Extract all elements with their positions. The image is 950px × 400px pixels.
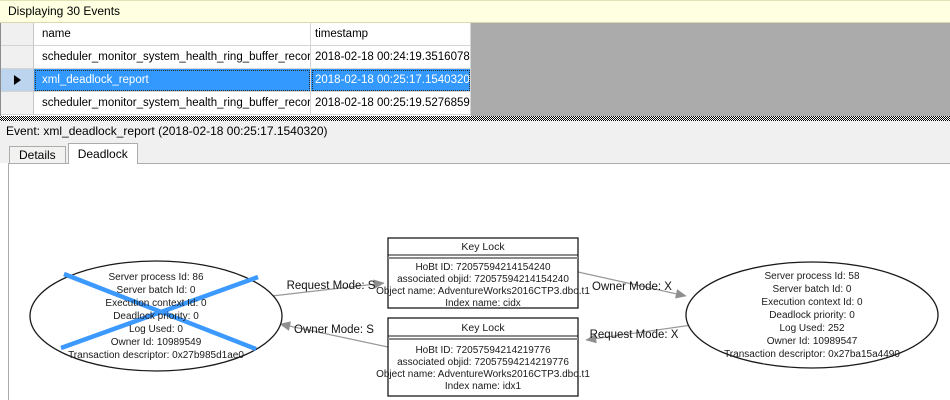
resource-attr-text: HoBt ID: 72057594214219776 xyxy=(415,345,551,356)
events-grid-zone: name timestamp scheduler_monitor_system_… xyxy=(0,23,950,116)
events-count-banner: Displaying 30 Events xyxy=(0,0,950,23)
process-attr-text: Owner Id: 10989547 xyxy=(767,336,858,347)
process-attr-text: Execution context Id: 0 xyxy=(761,297,863,308)
process-attr-text: Log Used: 0 xyxy=(129,324,183,335)
process-attr-text: Server process Id: 86 xyxy=(108,272,203,283)
resource-attr-text: associated objid: 72057594214154240 xyxy=(397,274,569,285)
event-timestamp-cell[interactable]: 2018-02-18 00:25:19.5276859 xyxy=(311,92,471,115)
splitter-handle[interactable] xyxy=(0,116,950,121)
process-attr-text: Deadlock priority: 0 xyxy=(113,311,199,322)
row-header-cell[interactable] xyxy=(1,69,34,92)
table-row[interactable]: scheduler_monitor_system_health_ring_buf… xyxy=(1,46,471,69)
process-node[interactable]: Server process Id: 58 Server batch Id: 0… xyxy=(685,261,939,369)
edge-request-s xyxy=(271,279,385,297)
process-attr-text: Log Used: 252 xyxy=(779,323,844,334)
events-grid: name timestamp scheduler_monitor_system_… xyxy=(1,23,471,116)
edge-label: Owner Mode: X xyxy=(592,281,672,293)
event-name-cell[interactable]: xml_deadlock_report xyxy=(34,69,311,92)
resource-node-box[interactable] xyxy=(387,237,579,309)
resource-node-box[interactable] xyxy=(387,317,579,397)
row-header-cell[interactable] xyxy=(1,46,34,69)
resource-attr-text: associated objid: 72057594214219776 xyxy=(397,357,569,368)
process-attr-text: Server batch Id: 0 xyxy=(117,285,196,296)
current-row-indicator-icon xyxy=(13,75,21,85)
resource-attr-text: Object name: AdventureWorks2016CTP3.dbo.… xyxy=(376,369,590,380)
process-node-ellipse[interactable] xyxy=(685,261,939,369)
resource-title-text: Key Lock xyxy=(461,322,505,334)
process-attr-text: Transaction descriptor: 0x27b985d1ae0 xyxy=(68,350,244,361)
process-attr-text: Deadlock priority: 0 xyxy=(769,310,855,321)
process-attr-text: Execution context Id: 0 xyxy=(105,298,207,309)
edge-line xyxy=(271,279,385,297)
selected-event-caption: Event: xml_deadlock_report (2018-02-18 0… xyxy=(0,121,950,142)
tab-details[interactable]: Details xyxy=(9,146,66,163)
edge-label: Request Mode: S xyxy=(287,280,376,292)
column-header-name[interactable]: name xyxy=(34,23,311,46)
row-header-cell[interactable] xyxy=(1,92,34,115)
process-attr-text: Server batch Id: 0 xyxy=(773,284,852,295)
process-attr-text: Server process Id: 58 xyxy=(764,271,859,282)
edge-request-x xyxy=(585,324,693,344)
grid-header-row: name timestamp xyxy=(1,23,471,46)
resource-attr-text: HoBt ID: 72057594214154240 xyxy=(415,262,551,273)
event-timestamp-cell[interactable]: 2018-02-18 00:24:19.3516078 xyxy=(311,46,471,69)
detail-tabstrip: Details Deadlock xyxy=(0,142,950,164)
tab-deadlock[interactable]: Deadlock xyxy=(67,143,138,164)
edge-line xyxy=(279,321,389,348)
resource-attr-text: Index name: idx1 xyxy=(445,381,522,392)
victim-cross-icon xyxy=(60,274,259,351)
resource-title-text: Key Lock xyxy=(461,241,505,253)
process-attr-text: Owner Id: 10989549 xyxy=(111,337,202,348)
edge-label: Owner Mode: S xyxy=(294,324,374,336)
edge-line xyxy=(585,324,693,344)
edge-line xyxy=(577,271,687,299)
resource-attr-text: Object name: AdventureWorks2016CTP3.dbo.… xyxy=(376,286,590,297)
resource-node-keylock-top[interactable]: Key Lock HoBt ID: 72057594214154240 asso… xyxy=(376,237,590,309)
table-row[interactable]: scheduler_monitor_system_health_ring_buf… xyxy=(1,92,471,115)
edge-owner-x xyxy=(577,271,687,299)
event-name-cell[interactable]: scheduler_monitor_system_health_ring_buf… xyxy=(34,46,311,69)
event-timestamp-cell[interactable]: 2018-02-18 00:25:17.1540320 xyxy=(311,69,471,92)
grid-corner-cell[interactable] xyxy=(1,23,34,46)
resource-attr-text: Index name: cidx xyxy=(445,298,521,309)
edge-label: Request Mode: X xyxy=(590,329,679,341)
process-attr-text: Transaction descriptor: 0x27ba15a4490 xyxy=(724,349,900,360)
edge-owner-s xyxy=(279,321,389,348)
process-node-victim[interactable]: Server process Id: 86 Server batch Id: 0… xyxy=(29,260,283,372)
event-name-cell[interactable]: scheduler_monitor_system_health_ring_buf… xyxy=(34,92,311,115)
table-row-selected[interactable]: xml_deadlock_report 2018-02-18 00:25:17.… xyxy=(1,69,471,92)
resource-node-keylock-bottom[interactable]: Key Lock HoBt ID: 72057594214219776 asso… xyxy=(376,317,590,397)
deadlock-graph: Server process Id: 86 Server batch Id: 0… xyxy=(29,237,939,397)
column-header-timestamp[interactable]: timestamp xyxy=(311,23,471,46)
